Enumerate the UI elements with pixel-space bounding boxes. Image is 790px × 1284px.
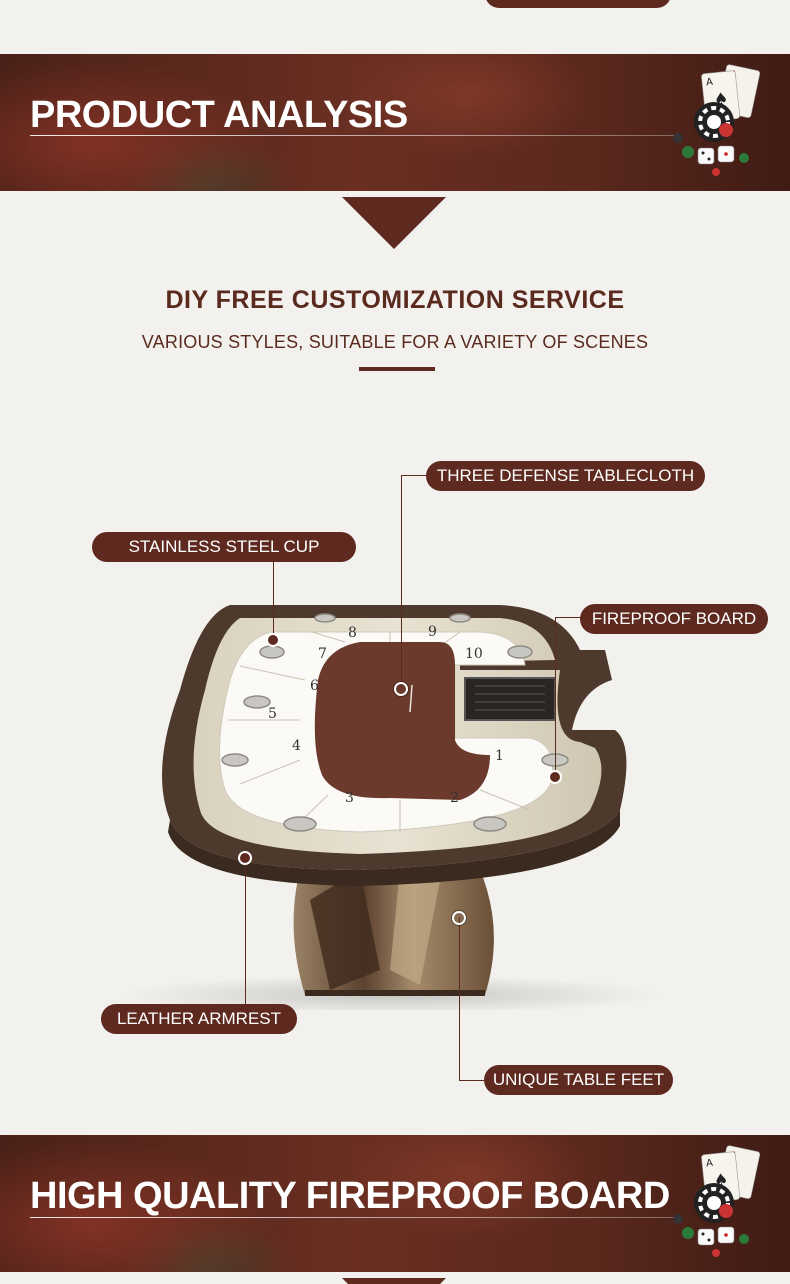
leader-tablecloth-vertical bbox=[401, 475, 402, 688]
marker-fireproof bbox=[548, 770, 562, 784]
seat-number: 10 bbox=[465, 646, 483, 662]
poker-table-illustration: 1 2 3 4 5 6 7 8 9 10 bbox=[120, 605, 660, 1010]
section-arrow bbox=[342, 197, 446, 249]
leader-armrest bbox=[245, 858, 246, 1018]
svg-text:A: A bbox=[706, 1158, 714, 1170]
seat-number: 6 bbox=[310, 678, 319, 694]
casino-cards-chips-dice-icon: A A ♠ bbox=[673, 1145, 761, 1257]
leader-feet-vertical bbox=[459, 918, 460, 1080]
leader-fireproof-vertical bbox=[555, 617, 556, 777]
seat-number: 9 bbox=[428, 624, 437, 640]
marker-armrest bbox=[238, 851, 252, 865]
heading-divider bbox=[359, 367, 435, 371]
leader-fireproof-horizontal bbox=[555, 617, 581, 618]
seat-number: 1 bbox=[495, 748, 504, 764]
label-feet: UNIQUE TABLE FEET bbox=[484, 1065, 673, 1095]
label-fireproof: FIREPROOF BOARD bbox=[580, 604, 768, 634]
seat-number: 4 bbox=[292, 738, 301, 754]
svg-text:A: A bbox=[706, 77, 714, 89]
banner-title: PRODUCT ANALYSIS bbox=[30, 94, 408, 136]
customization-subheading: VARIOUS STYLES, SUITABLE FOR A VARIETY O… bbox=[141, 332, 649, 352]
seat-number: 3 bbox=[345, 790, 354, 806]
customization-heading: DIY FREE CUSTOMIZATION SERVICE bbox=[165, 286, 625, 314]
banner-underline bbox=[30, 1217, 680, 1218]
section-arrow bbox=[342, 1278, 446, 1284]
marker-tablecloth bbox=[394, 682, 408, 696]
leader-cup bbox=[273, 561, 274, 637]
casino-cards-chips-dice-icon: A A ♠ bbox=[673, 64, 761, 176]
leader-tablecloth-horizontal bbox=[401, 475, 427, 476]
marker-cup bbox=[266, 633, 280, 647]
banner-underline bbox=[30, 135, 680, 136]
label-tablecloth: THREE DEFENSE TABLECLOTH bbox=[426, 461, 705, 491]
seat-number: 2 bbox=[450, 790, 459, 806]
fireproof-board-banner: HIGH QUALITY FIREPROOF BOARD A A ♠ bbox=[0, 1135, 790, 1272]
banner-title: HIGH QUALITY FIREPROOF BOARD bbox=[30, 1175, 670, 1217]
label-cup: STAINLESS STEEL CUP bbox=[92, 532, 356, 562]
leader-feet-horizontal bbox=[459, 1080, 485, 1081]
previous-section-pill bbox=[485, 0, 671, 8]
seat-number: 8 bbox=[348, 625, 357, 641]
seat-number: 5 bbox=[268, 706, 277, 722]
product-analysis-banner: PRODUCT ANALYSIS A A ♠ bbox=[0, 54, 790, 191]
seat-number: 7 bbox=[318, 646, 327, 662]
label-armrest: LEATHER ARMREST bbox=[101, 1004, 297, 1034]
marker-feet bbox=[452, 911, 466, 925]
